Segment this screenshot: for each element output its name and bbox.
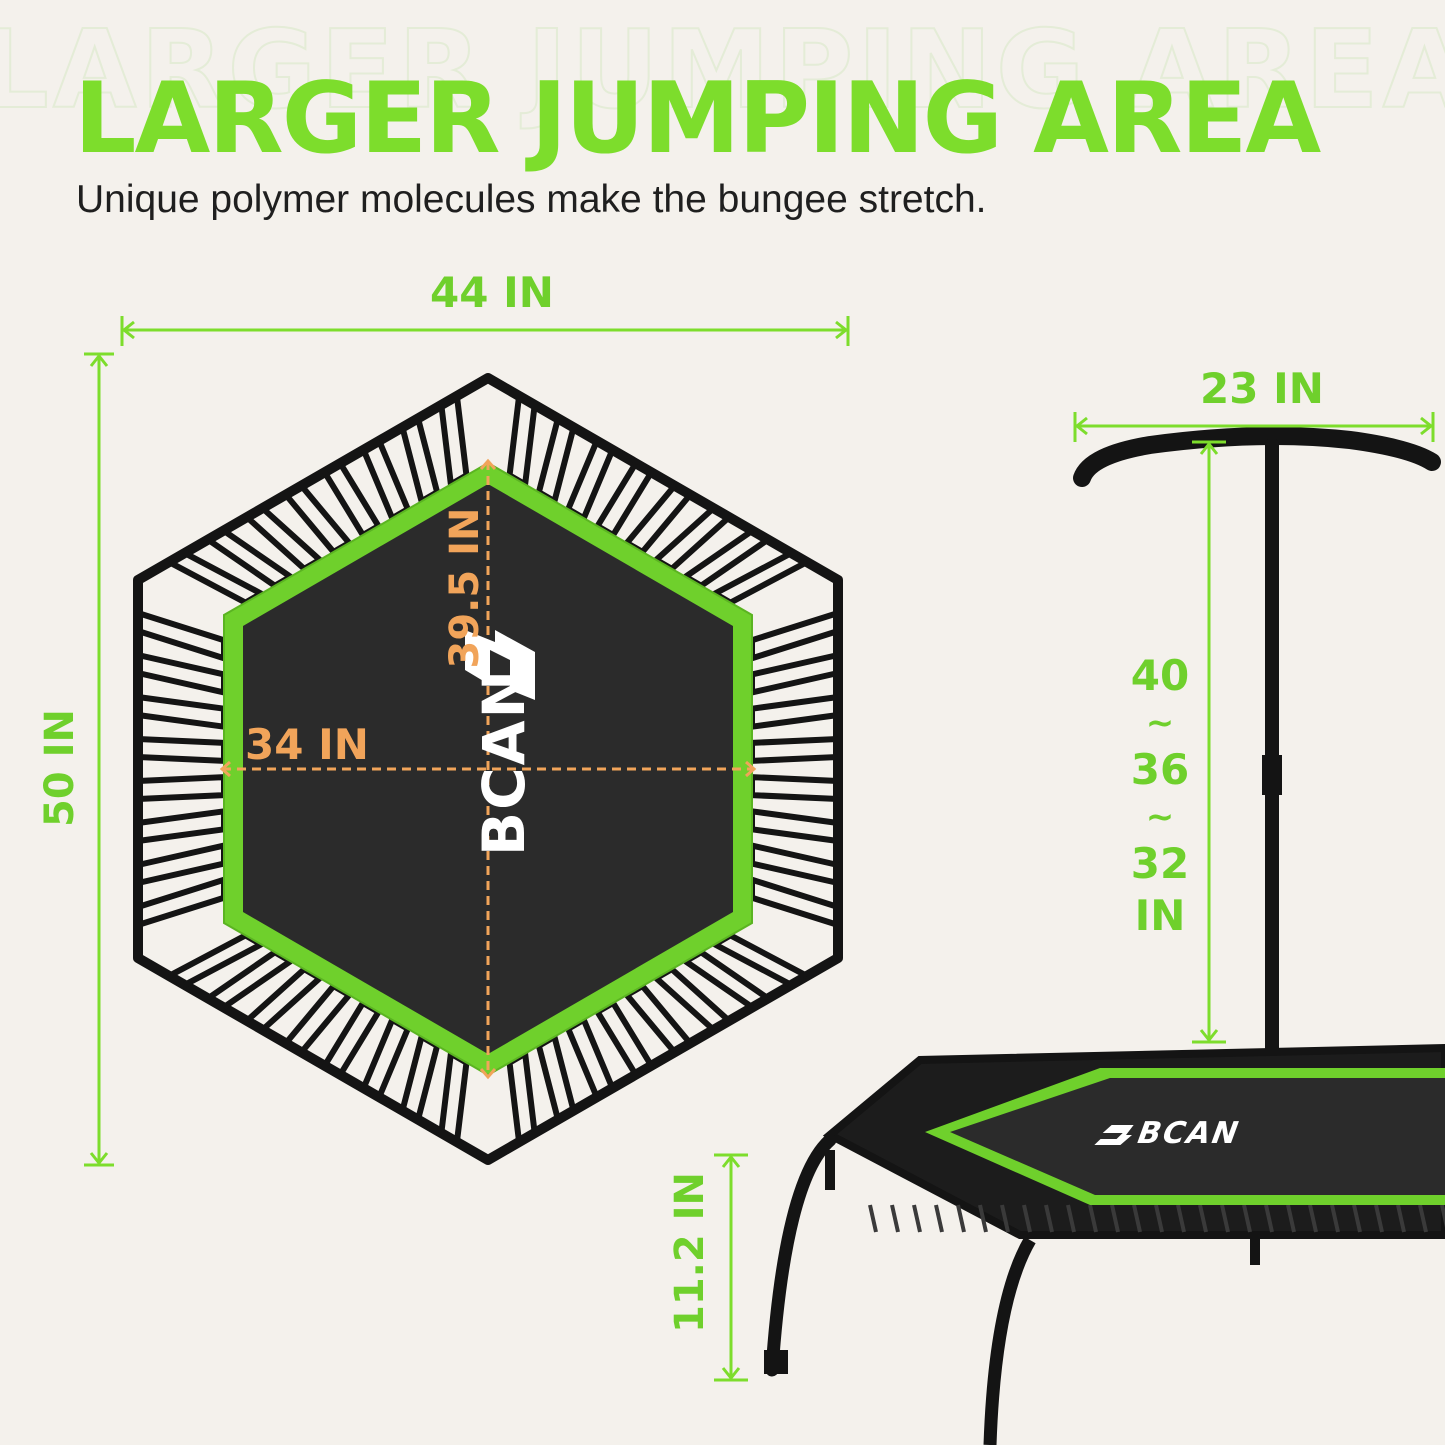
side-bungee [1198,1204,1208,1233]
side-bungee [1066,1204,1076,1233]
brand-name-side: BCAN [1131,1116,1246,1151]
side-bungee [1088,1204,1098,1233]
side-bungee [1154,1204,1164,1233]
bungee-loop [682,949,770,1010]
bungee-loop [137,610,227,662]
bungee-loop [565,1016,616,1099]
side-bungee [978,1204,988,1233]
bungee-loop [438,395,470,488]
side-bungee [1286,1204,1296,1233]
overall-width-label: 44 IN [430,268,554,317]
side-bungee [912,1204,922,1233]
outer-frame [133,373,843,1165]
bungee-loop [167,932,265,988]
side-bungee [1132,1204,1142,1233]
side-bungee [934,1204,944,1233]
brand-logo-side [1094,1125,1134,1145]
bungee-loop [137,876,227,928]
bungee-loop [137,736,227,764]
bungee-loop [506,1050,538,1143]
side-bungee [1418,1204,1428,1233]
overall-length-label: 50 IN [37,709,83,827]
brand-logo-mark [465,630,535,700]
bungee-loop [137,842,227,886]
handle-height-mid: 36 [1130,745,1190,794]
handlebar [1073,427,1441,1077]
trampoline-side-view [764,1043,1445,1445]
bungee-loop [653,505,732,572]
bungee-loop [749,876,839,928]
side-bungee [1176,1204,1186,1233]
overall-width-dimension-line [120,316,850,346]
bungee-loop [360,439,411,522]
handle-height-unit: IN [1134,891,1186,940]
handle-height-label-group: 40 ~ 36 ~ 32 IN [1110,652,1210,944]
page-title: LARGER JUMPING AREA [74,62,1321,176]
bungee-loop [399,1033,441,1121]
bungee-loop [749,610,839,662]
side-bungee [1022,1204,1032,1233]
side-bungee [1242,1204,1252,1233]
side-bungee [1440,1204,1445,1228]
brand-name-mat: BCAN [470,667,538,857]
bungee-loop [438,1050,470,1143]
handle-height-separator: ~ [1145,797,1175,837]
side-bungee [868,1204,878,1233]
overall-length-dimension-line [84,352,114,1167]
mat-width-label: 34 IN [245,720,369,769]
bungee-loop [167,550,265,606]
bungee-loop [137,774,227,802]
bungee-loop [749,842,839,886]
mat-length-label: 39.5 IN [442,507,488,669]
handle-height-min: 32 [1130,839,1190,888]
bungee-loop [653,966,732,1033]
side-bungee [1220,1204,1230,1233]
bungee-loop [206,949,294,1010]
leg-height-dimension-line [714,1153,748,1382]
bungee-loop [749,694,839,730]
bungee-loop [682,528,770,589]
handle-height-separator: ~ [1145,703,1175,743]
handle-height-dimension-line [1192,440,1226,1044]
bungee-loop [137,694,227,730]
bungee-loop [360,1016,411,1099]
side-bungee [956,1204,966,1233]
handle-height-max: 40 [1130,651,1190,700]
background-title-watermark: LARGER JUMPING AREA [0,7,1445,134]
bungee-loop [565,439,616,522]
side-bungee [890,1204,900,1233]
handle-width-label: 23 IN [1200,364,1324,413]
side-bungee [1330,1204,1340,1233]
bungee-loop [206,528,294,589]
side-bungee [1352,1204,1362,1233]
side-bungee [1044,1204,1054,1233]
side-bungee [1000,1204,1010,1233]
bungee-loop [244,966,323,1033]
leg-height-label: 11.2 IN [667,1172,713,1333]
bungee-loop [399,417,441,505]
bungee-loop [749,774,839,802]
side-bungee [1264,1204,1274,1233]
side-bungee [1308,1204,1318,1233]
bungee-loop [137,652,227,696]
page-subtitle: Unique polymer molecules make the bungee… [76,178,987,221]
handle-width-dimension-line [1073,412,1435,442]
bungee-loop [711,550,809,606]
bungee-loop [535,1033,577,1121]
bungee-loop [244,505,323,572]
side-bungee [1374,1204,1384,1233]
bungee-loop [506,395,538,488]
bungee-loop [711,932,809,988]
bungee-loop [749,736,839,764]
bungee-loop [749,808,839,844]
side-bungee [1396,1204,1406,1233]
side-bungee [1110,1204,1120,1233]
bungee-loop [535,417,577,505]
bungee-loop [137,808,227,844]
mat-dimension-lines [222,461,754,1077]
bungee-loop [749,652,839,696]
